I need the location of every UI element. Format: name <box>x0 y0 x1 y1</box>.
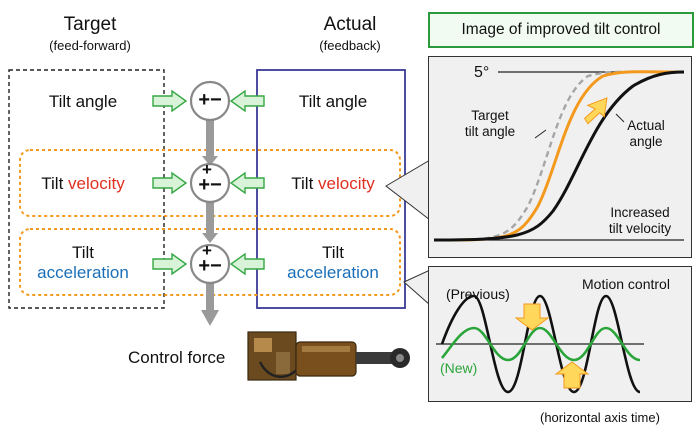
summer-3 <box>189 243 231 285</box>
tilt-angle-graph <box>433 70 685 242</box>
actual-curve <box>433 70 685 242</box>
panel-title: Image of improved tilt control <box>428 12 694 48</box>
new-wave <box>441 326 641 362</box>
tilt-angle-panel <box>428 56 692 258</box>
summer-2 <box>189 162 231 204</box>
target-tilt-acceleration: Tilt acceleration <box>37 243 129 282</box>
new-label: (New) <box>440 360 478 376</box>
actual-subtitle: (feedback) <box>319 38 381 53</box>
actual-tilt-velocity: Tilt velocity <box>291 174 375 193</box>
axis-note: (horizontal axis time) <box>540 410 660 425</box>
control-force-label: Control force <box>128 348 226 367</box>
summer-1 <box>189 80 231 122</box>
motion-control-label: Motion control <box>582 276 670 292</box>
target-tilt-angle: Tilt angle <box>48 92 118 111</box>
motion-graph <box>436 294 644 394</box>
callout-bottom <box>403 269 431 307</box>
summer-2-signs: +− <box>198 174 222 196</box>
green-arrows <box>152 89 265 276</box>
motion-panel <box>428 266 692 402</box>
summer-1-signs: +− <box>198 89 222 111</box>
down-arrow <box>514 303 550 331</box>
target-tilt-velocity: Tilt velocity <box>41 174 125 193</box>
target-title: Target <box>63 14 117 35</box>
actuator-image <box>247 331 410 381</box>
target-tilt-angle-label: Target tilt angle <box>464 108 516 139</box>
previous-label: (Previous) <box>446 286 510 302</box>
summer-3-top-sign: + <box>202 241 212 260</box>
actual-title: Actual <box>323 14 377 35</box>
increased-velocity-label: Increased tilt velocity <box>608 205 672 236</box>
flow-arrow <box>201 120 219 326</box>
previous-wave <box>440 294 641 394</box>
actual-angle-label: Actual angle <box>627 118 665 149</box>
summer-2-top-sign: + <box>202 160 212 179</box>
five-degree-label: 5° <box>474 64 490 81</box>
up-arrow <box>554 361 590 389</box>
target-box <box>8 69 165 309</box>
summer-3-signs: +− <box>198 255 222 277</box>
actual-tilt-acceleration: Tilt acceleration <box>287 243 379 282</box>
actual-tilt-angle: Tilt angle <box>298 92 368 111</box>
improvement-arrow <box>583 97 608 125</box>
target-subtitle: (feed-forward) <box>49 38 131 53</box>
